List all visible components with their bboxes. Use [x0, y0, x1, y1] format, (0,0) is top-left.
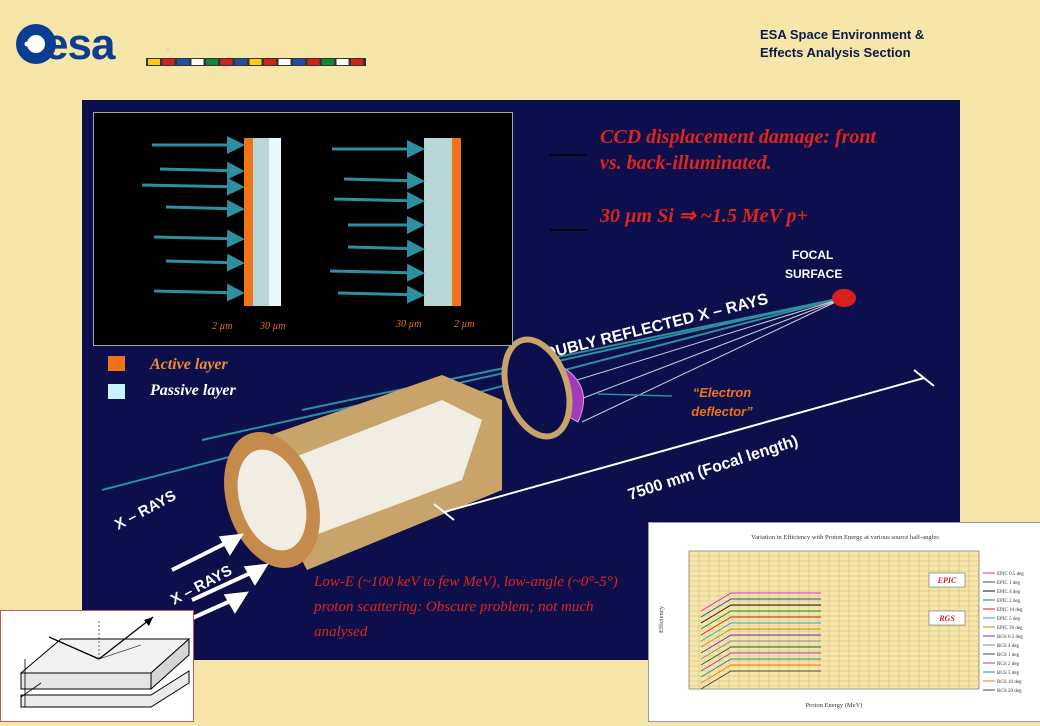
plot-curve	[700, 664, 821, 684]
plot-curve	[700, 640, 821, 660]
focal-label-2: SURFACE	[785, 267, 842, 281]
front-passive-layer	[253, 138, 269, 306]
plot-legend-item: RGS 20 deg	[997, 689, 1022, 694]
electron-deflector-label: “Electron deflector”	[672, 383, 772, 421]
flag-icon	[336, 59, 349, 65]
plot-curve	[700, 658, 821, 678]
plot-ylabel: Efficiency	[658, 605, 665, 633]
plot-legend-item: RGS 5 deg	[997, 671, 1019, 676]
plot-curve	[700, 598, 821, 618]
focal-length-label: 7500 mm (Focal length)	[626, 433, 800, 504]
front-active-layer	[244, 138, 253, 306]
flag-icon	[177, 59, 189, 65]
deflector-pointer	[597, 393, 673, 397]
back-active-thickness: 2 µm	[454, 319, 475, 330]
plot-legend-item: EPIC 2 deg	[997, 599, 1021, 604]
flag-icon	[206, 59, 218, 65]
focal-length-line	[443, 377, 925, 513]
plot-curve	[700, 622, 821, 642]
efficiency-plot-svg: Variation in Efficiency with Proton Ener…	[658, 534, 1024, 709]
front-passive-thickness: 30 µm	[260, 321, 286, 332]
plot-legend-item: RGS 10 deg	[997, 680, 1022, 685]
flag-icon	[220, 59, 233, 65]
ccd-layers-svg	[141, 136, 461, 306]
front-active-thickness: 2 µm	[212, 321, 233, 332]
passive-layer-swatch	[108, 384, 125, 399]
proton-scattering-note: Low-E (~100 keV to few MeV), low-angle (…	[314, 574, 618, 640]
esa-logo-icon	[16, 24, 56, 64]
plot-legend-item: RGS 0.5 deg	[997, 635, 1023, 640]
plot-tag-epic: EPIC	[937, 576, 957, 585]
slide-title-line3: 30 µm Si ⇒ ~1.5 MeV p+	[600, 205, 808, 227]
plot-curve	[700, 670, 821, 690]
flag-icon	[307, 59, 320, 65]
flag-icon	[322, 59, 334, 65]
plot-legend-item: EPIC 5 deg	[997, 617, 1021, 622]
focal-point-icon	[832, 289, 856, 307]
section-line1: ESA Space Environment &	[760, 27, 925, 42]
plot-legend-item: RGS 4 deg	[997, 644, 1019, 649]
plot-curve	[700, 592, 821, 612]
telescope-diagram: FOCAL SURFACE DOUBLY REFLECTED X – RAYS …	[101, 154, 935, 627]
back-active-layer	[452, 138, 461, 306]
flag-icon	[351, 59, 363, 65]
efficiency-plot-inset: Variation in Efficiency with Proton Ener…	[648, 522, 1040, 722]
flag-icon	[264, 59, 276, 65]
plot-legend-item: EPIC 4 deg	[997, 590, 1021, 595]
section-header: ESA Space Environment & Effects Analysis…	[760, 26, 924, 62]
electron-deflector-line2: deflector”	[691, 404, 753, 419]
back-passive-thickness: 30 µm	[396, 319, 422, 330]
flag-icon	[293, 59, 305, 65]
plot-legend-item: EPIC 1 deg	[997, 581, 1021, 586]
plot-tag-rgs: RGS	[938, 614, 955, 623]
focal-label-1: FOCAL	[792, 248, 833, 262]
section-line2: Effects Analysis Section	[760, 45, 911, 60]
plot-curve	[700, 646, 821, 666]
scattering-geometry-svg	[19, 616, 191, 708]
xrays-label-top: X – RAYS	[112, 487, 179, 533]
flag-icon	[162, 59, 175, 65]
plot-curve	[700, 610, 821, 630]
flag-icon	[278, 59, 291, 65]
back-passive-layer	[424, 138, 452, 306]
esa-logo-text: esa	[44, 20, 115, 69]
flag-strip-icon	[146, 58, 366, 66]
active-layer-label: Active layer	[150, 356, 228, 373]
flag-icon	[235, 59, 247, 65]
plot-curve	[700, 628, 821, 648]
plot-legend-item: RGS 2 deg	[997, 662, 1019, 667]
plot-legend-item: EPIC 10 deg	[997, 608, 1023, 613]
slide-title-line2: vs. back-illuminated.	[600, 152, 772, 174]
plot-legend-item: EPIC 20 deg	[997, 626, 1023, 631]
plot-curve	[700, 604, 821, 624]
plot-curve	[700, 652, 821, 672]
doubly-reflected-label: DOUBLY REFLECTED X – RAYS	[531, 291, 770, 366]
plot-title: Variation in Efficiency with Proton Ener…	[751, 534, 939, 541]
active-layer-swatch	[108, 356, 125, 371]
passive-layer-label: Passive layer	[150, 382, 236, 399]
slide-title-line1: CCD displacement damage: front	[600, 126, 877, 148]
mirror-module-icon	[224, 336, 573, 570]
plot-curve	[700, 616, 821, 636]
flag-icon	[191, 59, 204, 65]
plot-legend-item: RGS 1 deg	[997, 653, 1019, 658]
plot-xlabel: Proton Energy (MeV)	[806, 702, 863, 709]
plot-legend-item: EPIC 0.5 deg	[997, 572, 1024, 577]
scattering-geometry-inset	[0, 610, 194, 722]
ccd-diagram: 2 µm 30 µm 30 µm 2 µm	[93, 112, 513, 346]
electron-deflector-line1: “Electron	[692, 385, 752, 400]
flag-icon	[249, 59, 262, 65]
plot-curve	[700, 634, 821, 654]
flag-icon	[148, 59, 160, 65]
